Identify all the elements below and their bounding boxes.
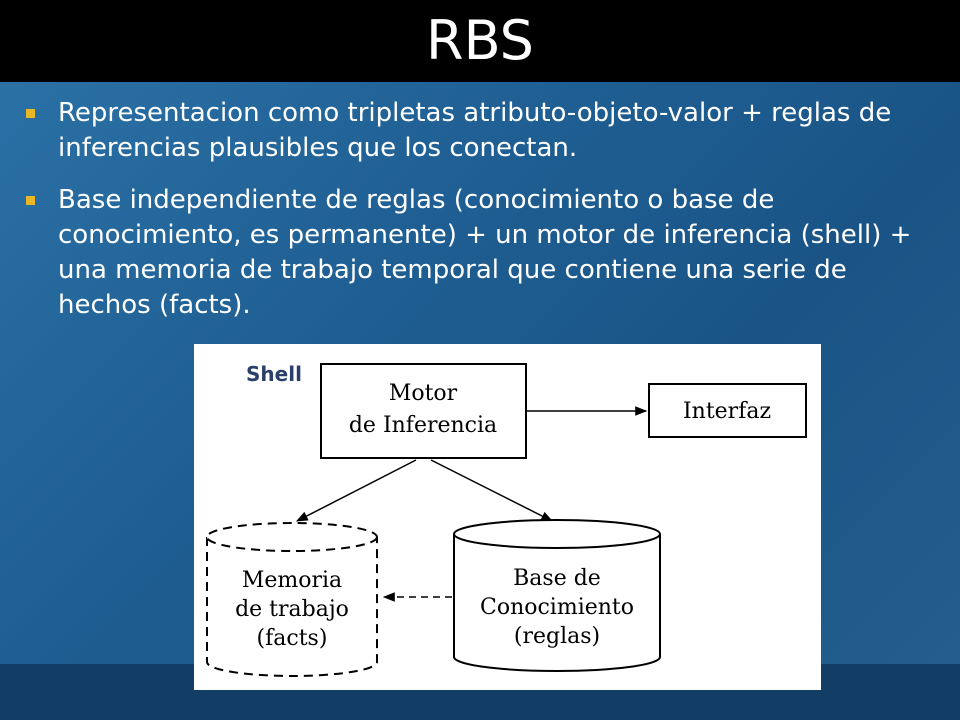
- base-label-line3: (reglas): [514, 624, 600, 649]
- bullet-list: Representacion como tripletas atributo-o…: [22, 96, 922, 340]
- bullet-text: Representacion como tripletas atributo-o…: [58, 98, 892, 163]
- motor-label-line1: Motor: [389, 381, 458, 406]
- square-bullet-icon: [26, 196, 35, 205]
- interfaz-label: Interfaz: [683, 399, 771, 424]
- interfaz-box: Interfaz: [648, 383, 807, 438]
- title-bar: RBS: [0, 0, 960, 82]
- rbs-diagram: Shell Motor de Inferencia Interfaz Memor…: [194, 344, 821, 690]
- base-label-line2: Conocimiento: [480, 595, 634, 620]
- slide-content: Representacion como tripletas atributo-o…: [0, 82, 960, 662]
- square-bullet-icon: [26, 109, 35, 118]
- memoria-label-line2: de trabajo: [235, 597, 349, 622]
- arrow-motor-to-base: [430, 459, 554, 522]
- base-label-line1: Base de: [513, 566, 601, 591]
- memoria-label-line1: Memoria: [242, 568, 342, 593]
- memoria-trabajo-cylinder: Memoria de trabajo (facts): [206, 522, 378, 677]
- motor-inferencia-box: Motor de Inferencia: [320, 363, 527, 459]
- bullet-text: Base independiente de reglas (conocimien…: [58, 185, 912, 320]
- diagram-canvas: Shell Motor de Inferencia Interfaz Memor…: [206, 362, 807, 677]
- arrow-motor-to-memoria: [295, 459, 417, 522]
- base-conocimiento-cylinder: Base de Conocimiento (reglas): [453, 519, 661, 672]
- bullet-item: Base independiente de reglas (conocimien…: [22, 183, 922, 323]
- shell-label: Shell: [246, 362, 302, 386]
- motor-label-line2: de Inferencia: [349, 413, 497, 438]
- memoria-label-line3: (facts): [257, 626, 328, 651]
- slide-title: RBS: [426, 9, 534, 72]
- bullet-item: Representacion como tripletas atributo-o…: [22, 96, 922, 166]
